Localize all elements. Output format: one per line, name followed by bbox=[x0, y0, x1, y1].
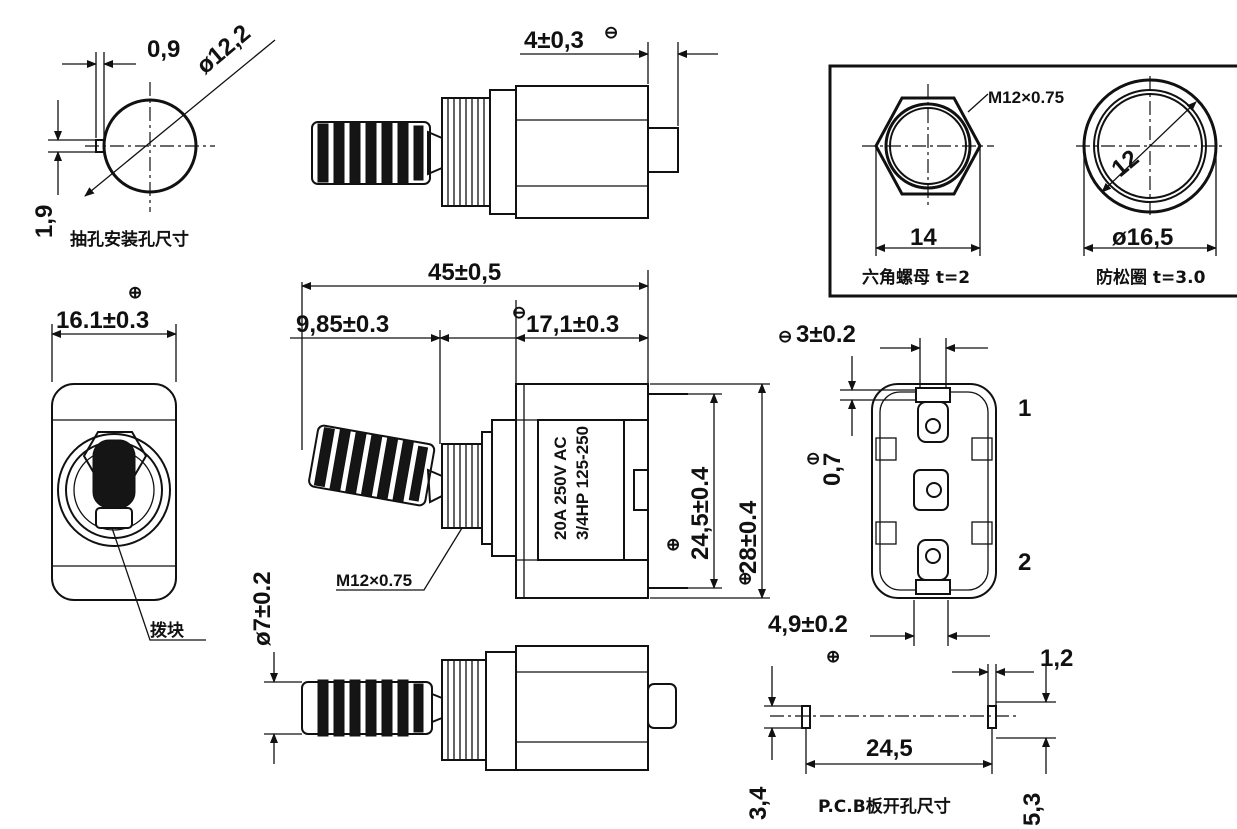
dim-5-3: 5,3 bbox=[1019, 793, 1046, 826]
caption-lock-ring: 防松圈 t=3.0 bbox=[1096, 267, 1206, 288]
dim-28: 28±0.4 bbox=[735, 500, 762, 574]
dim-9-85: 9,85±0.3 bbox=[296, 311, 389, 338]
switch-label-panel bbox=[537, 419, 625, 561]
bushing-side bbox=[441, 443, 483, 529]
rating-line-2: 3/4HP 125-250 bbox=[573, 426, 592, 540]
dim-45: 45±0,5 bbox=[428, 259, 501, 286]
dim-ring-16-5: ø16,5 bbox=[1112, 224, 1173, 251]
switch-body-bottom bbox=[515, 645, 649, 771]
keyway-notch bbox=[95, 139, 104, 153]
dim-24-5: 24,5±0.4 bbox=[687, 466, 714, 560]
pin-1-label: 1 bbox=[1018, 395, 1031, 422]
side-view: 20A 250V AC 3/4HP 125-250 45±0,5 9,85±0.… bbox=[290, 259, 770, 599]
symbol-side-a: ⊕ bbox=[666, 535, 680, 554]
front-view: 16.1±0.3 ⊕ 拨块 bbox=[51, 283, 206, 641]
dim-nut-14: 14 bbox=[910, 224, 937, 251]
hardware-frame bbox=[828, 64, 1237, 298]
hardware-thread-label: M12×0.75 bbox=[988, 88, 1064, 107]
lever-spring-top bbox=[311, 121, 431, 185]
dim-3-tab: 3±0.2 bbox=[796, 321, 856, 348]
dim-24-5-pitch: 24,5 bbox=[866, 735, 913, 762]
dim-3-4: 3,4 bbox=[745, 786, 772, 820]
dim-4-tab: 4±0,3 bbox=[524, 27, 584, 54]
dim-1-9: 1,9 bbox=[31, 205, 58, 238]
dim-17-1: 17,1±0.3 bbox=[526, 311, 619, 338]
caption-panel-hole: 抽孔安装孔尺寸 bbox=[70, 229, 189, 250]
toggle-lever-tip bbox=[92, 439, 136, 509]
front-body-outline bbox=[51, 383, 177, 601]
bushing-bottom bbox=[441, 659, 487, 761]
symbol-terminal-c: ⊕ bbox=[826, 647, 840, 666]
rating-line-1: 20A 250V AC bbox=[551, 436, 570, 540]
panel-hole-view: 0,9 ø12,2 1,9 抽孔安装孔尺寸 bbox=[31, 19, 276, 250]
pcb-cutout: 24,5 1,2 3,4 5,3 P.C.B板开孔尺寸 bbox=[745, 645, 1073, 826]
symbol-top: ⊖ bbox=[604, 23, 618, 42]
thread-label-side: M12×0.75 bbox=[336, 571, 412, 590]
dim-16-1: 16.1±0.3 bbox=[56, 307, 149, 334]
dim-diameter-12-2: ø12,2 bbox=[192, 19, 256, 79]
ring-inner-dim: 12 bbox=[1107, 145, 1145, 183]
pcb-slot-left bbox=[801, 705, 811, 729]
bottom-view: ø7±0.2 bbox=[249, 571, 677, 771]
symbol-side-c: ⊖ bbox=[512, 303, 526, 322]
terminal-view: 1 2 3±0.2 ⊖ 0,7 ⊖ 4,9±0.2 ⊕ bbox=[768, 321, 1031, 666]
switch-body-top bbox=[515, 85, 649, 219]
pcb-slot-right bbox=[987, 705, 997, 729]
symbol-terminal-b: ⊖ bbox=[806, 449, 820, 468]
dim-0-9: 0,9 bbox=[147, 36, 180, 63]
lever-spring-side bbox=[308, 424, 436, 507]
dim-diameter-7: ø7±0.2 bbox=[249, 571, 276, 646]
dim-1-2: 1,2 bbox=[1040, 645, 1073, 672]
symbol-terminal-a: ⊖ bbox=[778, 327, 792, 346]
dim-4-9: 4,9±0.2 bbox=[768, 611, 848, 638]
terminal-body-outline bbox=[871, 383, 997, 599]
dim-0-7: 0,7 bbox=[819, 453, 846, 486]
pin-2-label: 2 bbox=[1018, 549, 1031, 576]
top-view: 4±0,3 ⊖ bbox=[311, 23, 718, 219]
caption-pcb: P.C.B板开孔尺寸 bbox=[818, 796, 951, 817]
terminal-tab-top bbox=[647, 127, 679, 173]
caption-hex-nut: 六角螺母 t=2 bbox=[862, 267, 970, 288]
hardware-box: M12×0.75 14 六角螺母 t=2 12 ø16,5 防松圈 t=3.0 bbox=[828, 64, 1237, 298]
symbol-front: ⊕ bbox=[128, 283, 142, 302]
caption-lever: 拨块 bbox=[150, 620, 185, 641]
symbol-side-b: ⊕ bbox=[738, 569, 752, 588]
